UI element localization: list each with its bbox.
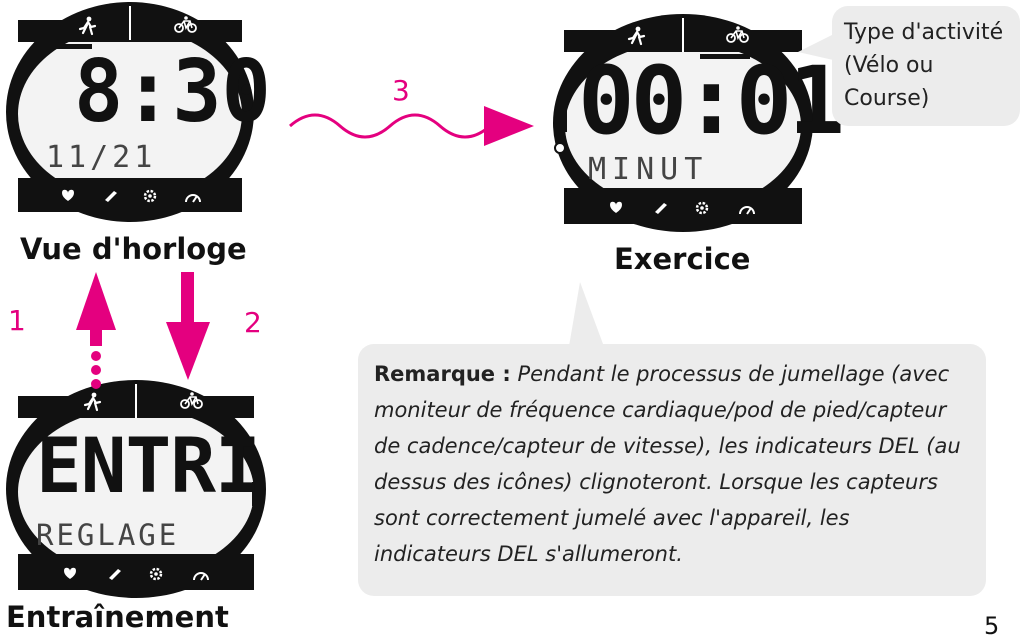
clock-date-readout: 11/21 — [46, 140, 157, 175]
status-dot-icon — [554, 142, 566, 154]
note-callout-pointer — [568, 282, 606, 352]
page-number: 5 — [984, 612, 1000, 640]
wavy-arrow-3 — [289, 113, 491, 139]
exercise-watch-screen: 00:01 MINUT — [550, 12, 845, 234]
activity-callout-line1: Type d'activité — [844, 20, 1004, 45]
note-body: Pendant le processus de jumellage (avec … — [374, 362, 961, 566]
clock-caption: Vue d'horloge — [20, 232, 247, 266]
clock-time-readout: 8:30 — [74, 42, 271, 142]
step-two-label: 2 — [244, 306, 262, 339]
note-callout: Remarque : Pendant le processus de jumel… — [358, 344, 986, 596]
training-sub-readout: REGLAGE — [36, 518, 180, 552]
activity-type-callout: Type d'activité (Vélo ou Course) — [832, 6, 1020, 126]
training-watch-screen: ENTRI REGLAGE — [4, 378, 268, 600]
activity-callout-line3: Course) — [844, 86, 930, 111]
exercise-time-readout: 00:01 — [578, 47, 845, 156]
signal-bars-icon — [554, 110, 567, 132]
training-label-readout: ENTRI — [36, 421, 261, 510]
step-one-label: 1 — [8, 304, 26, 337]
arrow-down-2 — [166, 272, 210, 380]
training-caption: Entraînement — [6, 600, 229, 634]
note-lead: Remarque : — [374, 362, 511, 386]
exercise-unit-readout: MINUT — [588, 152, 709, 187]
step-three-label: 3 — [392, 74, 410, 107]
clock-watch-screen: 8:30 11/21 — [4, 0, 271, 224]
activity-callout-line2: (Vélo ou — [844, 53, 934, 78]
arrow-up-1 — [76, 272, 116, 389]
activity-callout-pointer — [798, 30, 842, 62]
arrow-head-3 — [484, 106, 534, 146]
exercise-caption: Exercice — [614, 242, 751, 276]
